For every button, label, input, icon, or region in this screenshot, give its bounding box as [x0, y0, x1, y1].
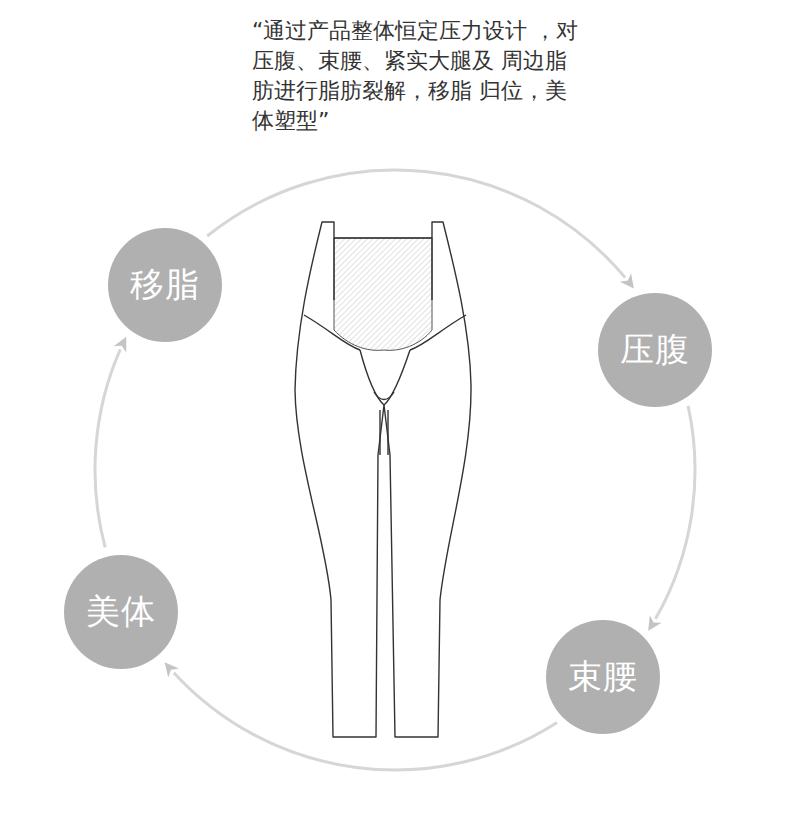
cycle-arrow: [165, 662, 557, 770]
cycle-arrow: [648, 406, 695, 631]
step-label: 移脂: [130, 262, 200, 308]
title-quote: “通过产品整体恒定压力设计 ，对压腹、束腰、紧实大腿及 周边脂肪进行脂肪裂解，移…: [252, 16, 588, 136]
step-circle: 美体: [64, 555, 178, 669]
step-label: 美体: [86, 589, 156, 635]
cycle-arrow: [95, 337, 126, 548]
step-circle: 压腹: [598, 293, 712, 407]
step-label: 束腰: [568, 654, 638, 700]
step-label: 压腹: [620, 327, 690, 373]
step-circle: 移脂: [108, 228, 222, 342]
cycle-arrow: [207, 170, 634, 289]
step-circle: 束腰: [546, 620, 660, 734]
